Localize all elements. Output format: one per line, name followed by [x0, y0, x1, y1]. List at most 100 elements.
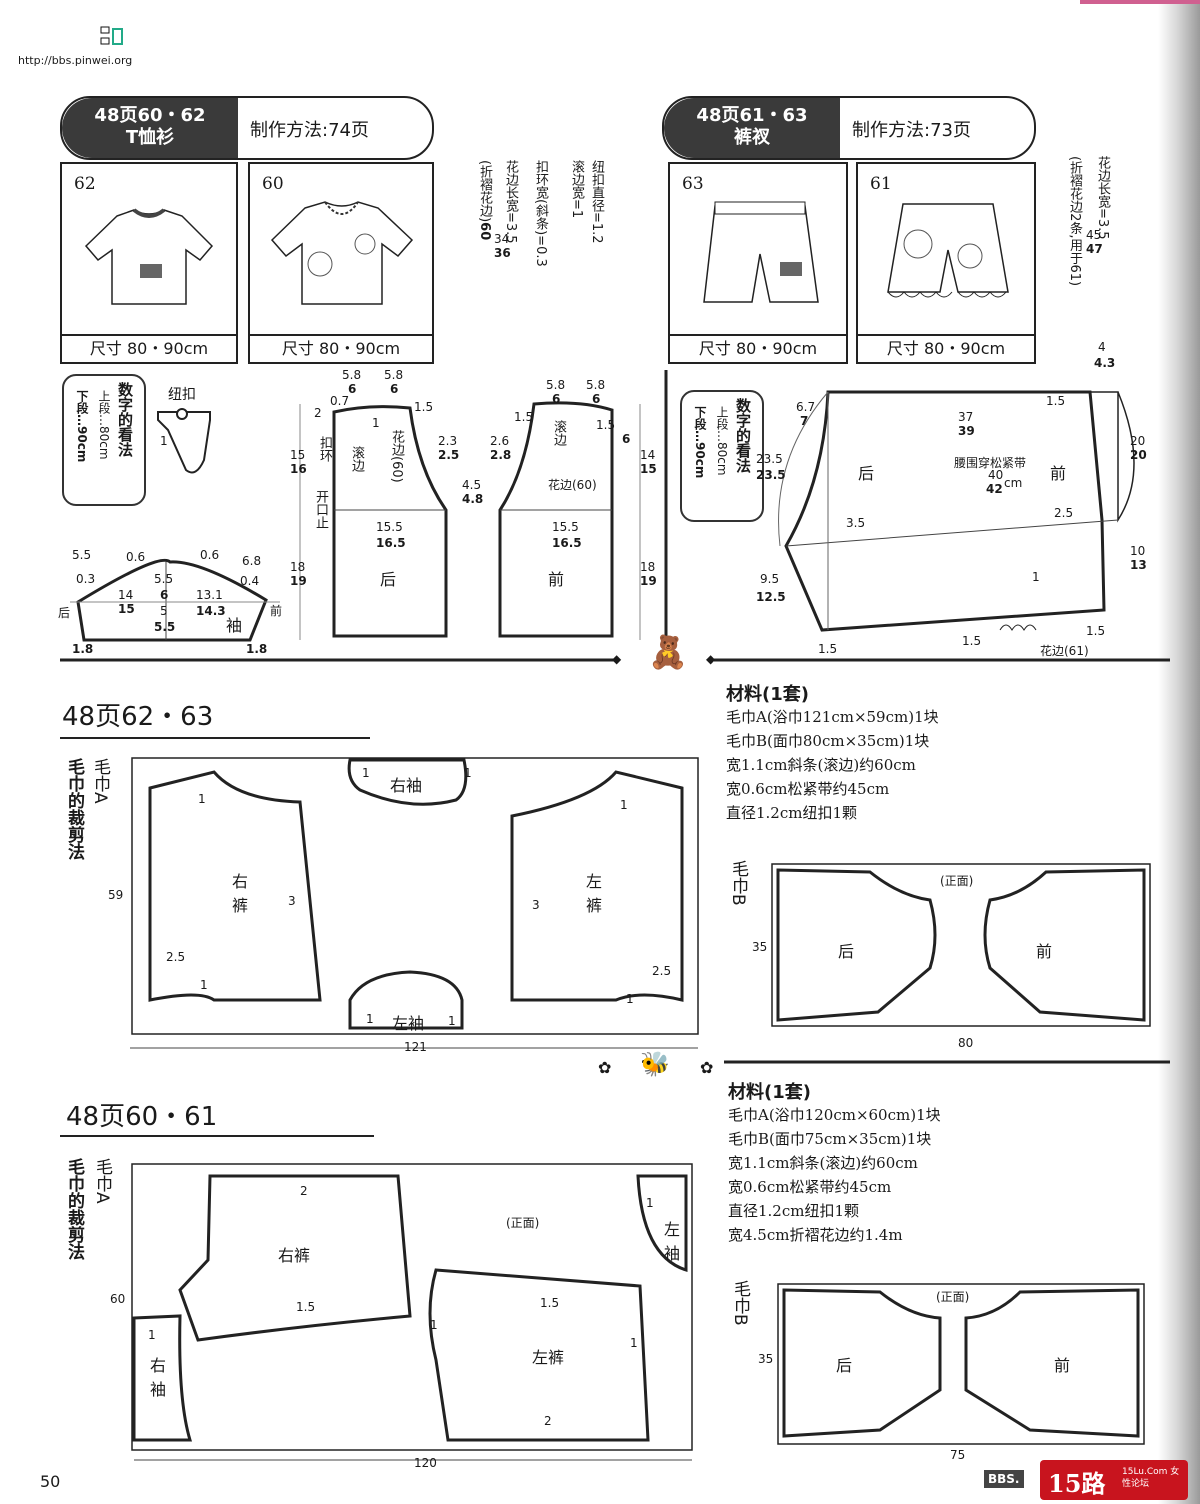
- sleeve-dim-9: 6: [160, 588, 169, 602]
- pants-note-len-90: 47: [1086, 242, 1103, 256]
- pants-dim-15: 12.5: [756, 590, 786, 604]
- cut1-towel-b-rect: [771, 863, 1151, 1027]
- cut2-seam-8: 1: [646, 1196, 654, 1210]
- cut2-material-5: 直径1.2cm纽扣1颗: [728, 1202, 860, 1220]
- cut1-towel-a-rect: [131, 757, 699, 1035]
- pants-dim-16: 10: [1130, 544, 1146, 558]
- cut2-materials-title: 材料(1套): [728, 1082, 811, 1103]
- pants-dim-19: 1.5: [818, 642, 838, 656]
- front-dim-7: 6: [622, 432, 631, 446]
- sleeve-dim-13: 5: [160, 604, 168, 618]
- front-dim-14: 15.5: [552, 520, 579, 534]
- tshirt-note-pleat: (折褶花边)60: [477, 160, 492, 241]
- tshirt-header: 48页60・62 T恤衫 制作方法:74页: [60, 96, 434, 160]
- teddy-bear-icon: 🧸: [648, 633, 688, 671]
- back-opening-label: 开口止: [313, 490, 328, 529]
- cut1-seam-9: 1: [366, 1012, 374, 1026]
- pants-back-label: 后: [858, 464, 875, 483]
- pants-dim-1: 1.5: [1046, 394, 1066, 408]
- cut1-seam-11: 1: [626, 992, 634, 1006]
- sleeve-dim-3: 0.6: [200, 548, 220, 562]
- tshirt-note-len-80: 34: [494, 232, 510, 246]
- front-dim-10: 14: [640, 448, 656, 462]
- cut2-material-6: 宽4.5cm折褶花边约1.4m: [728, 1226, 903, 1244]
- cut2-seam-3: 1.5: [540, 1296, 560, 1310]
- garment-62-number: 62: [74, 174, 96, 194]
- cut2-material-2: 毛巾B(面巾75cm×35cm)1块: [728, 1130, 932, 1148]
- cut2-piece-left-pants: 左裤: [532, 1348, 565, 1367]
- front-dim-17: 19: [640, 574, 657, 588]
- back-dim-7: 1.5: [414, 400, 434, 414]
- back-dim-12: 15.5: [376, 520, 403, 534]
- pants-dim-21: 1.5: [1086, 624, 1106, 638]
- sleeve-front-label: 前: [270, 604, 283, 618]
- garment-62-size: 尺寸 80・90cm: [62, 334, 236, 362]
- sleeve-dim-7: 0.4: [240, 574, 260, 588]
- back-dim-2: 5.8: [384, 368, 404, 382]
- pants-legend-upper: 上段…80cm: [715, 406, 729, 476]
- garment-63-number: 63: [682, 174, 704, 194]
- tshirt-legend: 数字的看法 上段…80cm 下段…90cm: [62, 374, 146, 506]
- pants-dim-11: 20: [1130, 448, 1147, 462]
- back-dim-5: 0.7: [330, 394, 350, 408]
- tshirt-note-loop: 扣环宽(斜条)=0.3: [533, 160, 548, 267]
- cut2-seam-7: 1: [630, 1336, 638, 1350]
- front-lace-label: 花边(60): [548, 478, 597, 492]
- front-bodice-pattern: [498, 401, 614, 638]
- pants-header-ref: 48页61・63: [696, 105, 808, 126]
- acorn-icon: ◆: [612, 652, 622, 666]
- sleeve-dim-6: 5.5: [154, 572, 174, 586]
- front-binding-label: 滚边: [551, 420, 566, 446]
- back-dim-1: 5.8: [342, 368, 362, 382]
- site-url: http://bbs.pinwei.org: [18, 54, 133, 67]
- button-loop-num: 1: [160, 434, 168, 448]
- cut1-cut-label: 毛巾的裁剪法: [64, 758, 84, 860]
- cut1-seam-6: 2.5: [166, 950, 186, 964]
- back-dim-11: 2.5: [438, 448, 460, 462]
- sleeve-dim-15: 1.8: [72, 642, 94, 656]
- cut2-seam-5: 1: [148, 1328, 156, 1342]
- tshirt-note-len-90: 36: [494, 246, 511, 260]
- front-dim-4: 6: [592, 392, 601, 406]
- garment-61-size: 尺寸 80・90cm: [858, 334, 1034, 362]
- cut1-width: 121: [404, 1040, 427, 1054]
- cut2-towel-b-front: 前: [1054, 1356, 1071, 1375]
- cut1-towel-b-face: (正面): [940, 874, 974, 888]
- front-dim-3: 6: [552, 392, 561, 406]
- cut1-material-3: 宽1.1cm斜条(滚边)约60cm: [726, 756, 916, 774]
- cut2-towel-a-rect: [131, 1163, 693, 1451]
- cut2-height: 60: [110, 1292, 126, 1306]
- pants-dim-14: 9.5: [760, 572, 780, 586]
- front-dim-9: 2.8: [490, 448, 512, 462]
- back-dim-3: 6: [348, 382, 357, 396]
- cut1-seam-4: 3: [288, 894, 296, 908]
- watermark-logo: 15路 15Lu.Com 女性论坛: [1040, 1460, 1188, 1500]
- tshirt-60-illustration: [270, 201, 414, 305]
- acorn-icon-right: ◆: [706, 652, 716, 666]
- cut1-towel-b-front: 前: [1036, 942, 1053, 961]
- pants-dim-7: 4.3: [1094, 356, 1116, 370]
- back-bodice-pattern: [332, 405, 448, 638]
- tshirt-header-ref: 48页60・62: [94, 105, 206, 126]
- back-dim-13: 16.5: [376, 536, 406, 550]
- tshirt-note-button: 纽扣直径=1.2: [589, 160, 604, 244]
- page-number: 50: [40, 1472, 61, 1491]
- cut1-piece-left-sleeve: 左袖: [392, 1014, 425, 1033]
- cut2-material-1: 毛巾A(浴巾120cm×60cm)1块: [728, 1106, 941, 1124]
- back-dim-6: 2: [314, 406, 322, 420]
- cut2-seam-6: 1: [430, 1318, 438, 1332]
- cut1-towel-b-height: 35: [752, 940, 768, 954]
- pants-method: 制作方法:73页: [852, 120, 971, 141]
- pants-header-badge: 48页61・63 裤衩: [664, 98, 840, 158]
- watermark-subtext: 15Lu.Com 女性论坛: [1122, 1467, 1180, 1489]
- sleeve-dim-16: 1.8: [246, 642, 268, 656]
- cut1-towel-b-back: 后: [838, 942, 855, 961]
- front-dim-2: 5.8: [586, 378, 606, 392]
- garment-63-size: 尺寸 80・90cm: [670, 334, 846, 362]
- pants-dim-3: 7: [800, 414, 809, 428]
- cut2-towel-a-label: 毛巾A: [92, 1158, 112, 1204]
- watermark-bbs: BBS.: [984, 1470, 1024, 1488]
- front-dim-12: 4.5: [462, 478, 482, 492]
- cut2-towel-b-width: 75: [950, 1448, 966, 1462]
